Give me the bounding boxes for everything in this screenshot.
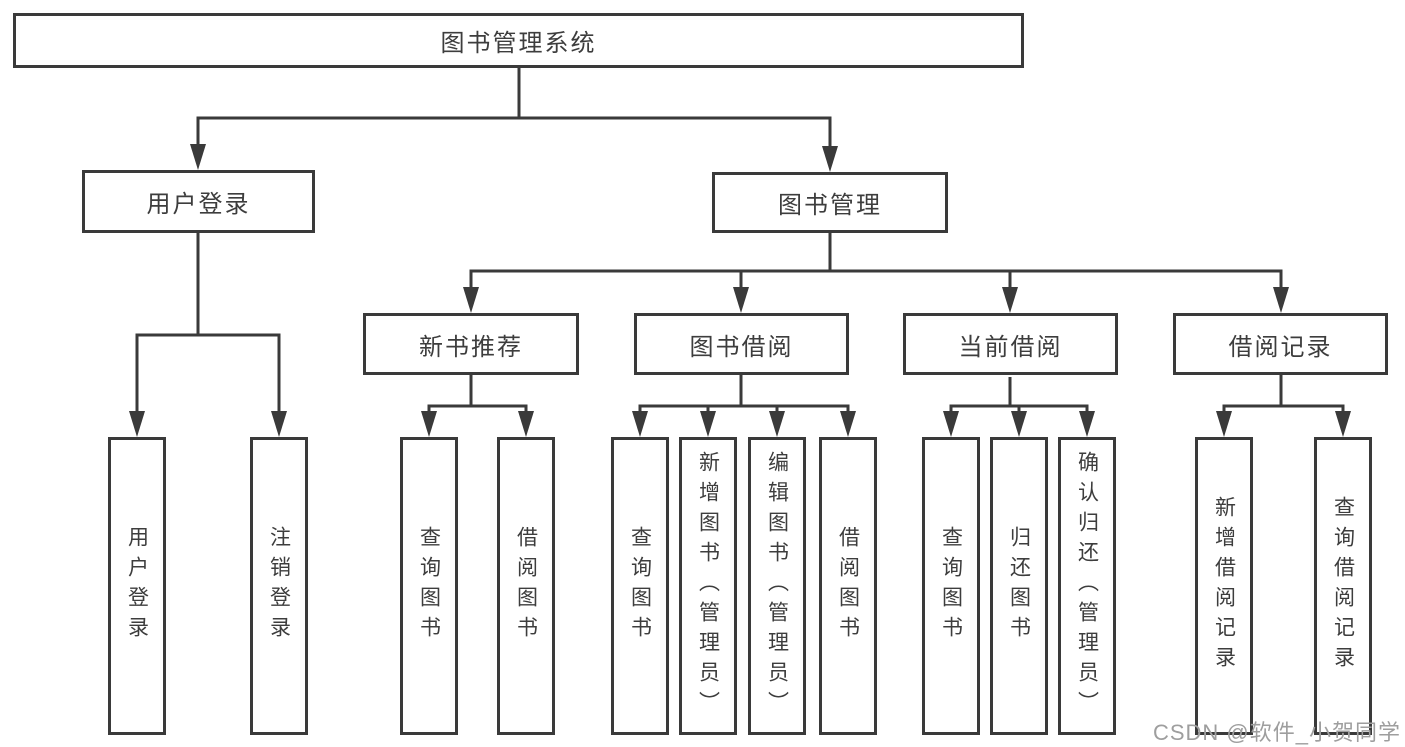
leaf-edit-books-admin: 编辑图书（管理员）	[748, 437, 806, 735]
node-borrow-record: 借阅记录	[1173, 313, 1388, 375]
connector-new-book-recommend	[427, 375, 528, 413]
arrow-heads	[129, 144, 1351, 437]
leaf-return-books: 归还图书	[990, 437, 1048, 735]
leaf-logout: 注销登录	[250, 437, 308, 735]
node-book-borrow: 图书借阅	[634, 313, 849, 375]
connector-book-borrow	[638, 375, 850, 413]
leaf-borrow-books-recommend: 借阅图书	[497, 437, 555, 735]
node-library-management-system: 图书管理系统	[13, 13, 1024, 68]
connector-borrow-record	[1222, 375, 1345, 413]
node-user-login: 用户登录	[82, 170, 315, 233]
leaf-query-books-borrow: 查询图书	[611, 437, 669, 735]
connector-book-management	[469, 233, 1283, 289]
leaf-add-books-admin: 新增图书（管理员）	[679, 437, 737, 735]
connector-user-login	[135, 233, 281, 413]
leaf-borrow-books: 借阅图书	[819, 437, 877, 735]
leaf-query-books-current: 查询图书	[922, 437, 980, 735]
node-new-book-recommend: 新书推荐	[363, 313, 579, 375]
node-book-management: 图书管理	[712, 172, 948, 233]
csdn-watermark: CSDN @软件_小贺同学	[1152, 720, 1401, 745]
leaf-user-login: 用户登录	[108, 437, 166, 735]
leaf-query-books-recommend: 查询图书	[400, 437, 458, 735]
leaf-confirm-return-admin: 确认归还（管理员）	[1058, 437, 1116, 735]
leaf-query-borrow-record: 查询借阅记录	[1314, 437, 1372, 735]
node-current-borrow: 当前借阅	[903, 313, 1118, 375]
connector-root	[196, 68, 832, 148]
leaf-add-borrow-record: 新增借阅记录	[1195, 437, 1253, 735]
connector-current-borrow	[949, 377, 1089, 413]
